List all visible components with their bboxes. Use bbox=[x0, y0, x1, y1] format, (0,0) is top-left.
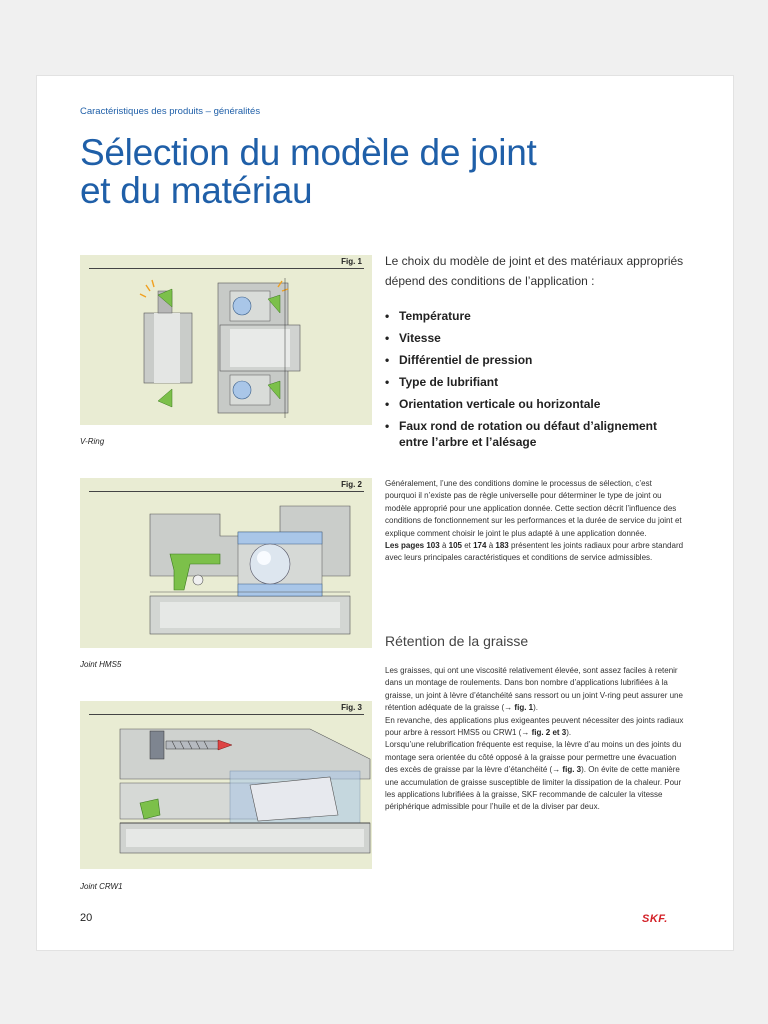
selection-section: Généralement, l’une des conditions domin… bbox=[385, 478, 685, 565]
figure-rule bbox=[89, 491, 364, 492]
list-item-label: Différentiel de pression bbox=[399, 353, 533, 367]
figure-1-caption: V-Ring bbox=[80, 437, 105, 446]
figure-rule bbox=[89, 268, 364, 269]
conditions-list: • Température • Vitesse • Différentiel de p… bbox=[385, 308, 685, 456]
figure-reference: → fig. 1 bbox=[504, 703, 534, 713]
section-heading: Rétention de la graisse bbox=[385, 633, 529, 649]
list-item: • Température bbox=[385, 308, 685, 324]
page-title-line1: Sélection du modèle de joint bbox=[80, 132, 537, 173]
figure-3-label: Fig. 3 bbox=[341, 703, 362, 712]
figure-1: Fig. 1 bbox=[80, 255, 372, 425]
bullet-marker: • bbox=[385, 397, 390, 411]
crw1-illustration bbox=[119, 728, 371, 854]
figure-rule bbox=[89, 714, 364, 715]
figure-reference: → fig. 3 bbox=[552, 765, 582, 775]
list-item-label: Vitesse bbox=[399, 331, 441, 345]
list-item-label: Faux rond de rotation ou défaut d’aligne… bbox=[399, 419, 658, 449]
figure-3-caption: Joint CRW1 bbox=[80, 882, 123, 891]
v-ring-illustration bbox=[139, 278, 301, 418]
bullet-marker: • bbox=[385, 419, 390, 433]
list-item: • Orientation verticale ou horizontale bbox=[385, 396, 685, 412]
figure-2-caption: Joint HMS5 bbox=[80, 660, 122, 669]
figure-1-label: Fig. 1 bbox=[341, 257, 362, 266]
bullet-marker: • bbox=[385, 375, 390, 389]
paragraph: Généralement, l’une des conditions domin… bbox=[385, 479, 682, 538]
page-number: 20 bbox=[80, 912, 93, 924]
figure-2: Fig. 2 bbox=[80, 478, 372, 648]
figure-2-label: Fig. 2 bbox=[341, 480, 362, 489]
list-item: • Vitesse bbox=[385, 330, 685, 346]
paragraph: Les pages 103 à 105 et 174 à 183 présent… bbox=[385, 541, 684, 563]
list-item-label: Orientation verticale ou horizontale bbox=[399, 397, 601, 411]
bullet-marker: • bbox=[385, 353, 390, 367]
grease-section: Les graisses, qui ont une viscosité rela… bbox=[385, 665, 685, 814]
list-item-label: Température bbox=[399, 309, 471, 323]
page-title-line2: et du matériau bbox=[80, 170, 313, 211]
hms5-illustration bbox=[149, 505, 351, 635]
skf-logo: SKF. bbox=[642, 913, 668, 925]
list-item: • Faux rond de rotation ou défaut d’align… bbox=[385, 418, 685, 450]
paragraph: En revanche, des applications plus exige… bbox=[385, 715, 684, 738]
page-title: Sélection du modèle de joint et du matér… bbox=[80, 134, 640, 210]
bullet-marker: • bbox=[385, 331, 390, 345]
document-page: Caractéristiques des produits – générali… bbox=[36, 75, 734, 951]
intro-text: Le choix du modèle de joint et des matér… bbox=[385, 254, 684, 288]
list-item: • Type de lubrifiant bbox=[385, 374, 685, 390]
paragraph: Les graisses, qui ont une viscosité rela… bbox=[385, 666, 683, 713]
figure-3: Fig. 3 bbox=[80, 701, 372, 869]
paragraph: Lorsqu’une relubrification fréquente est… bbox=[385, 740, 682, 812]
list-item-label: Type de lubrifiant bbox=[399, 375, 499, 389]
bullet-marker: • bbox=[385, 309, 390, 323]
section-kicker: Caractéristiques des produits – générali… bbox=[80, 106, 261, 117]
list-item: • Différentiel de pression bbox=[385, 352, 685, 368]
figure-reference: → fig. 2 et 3 bbox=[521, 728, 567, 738]
